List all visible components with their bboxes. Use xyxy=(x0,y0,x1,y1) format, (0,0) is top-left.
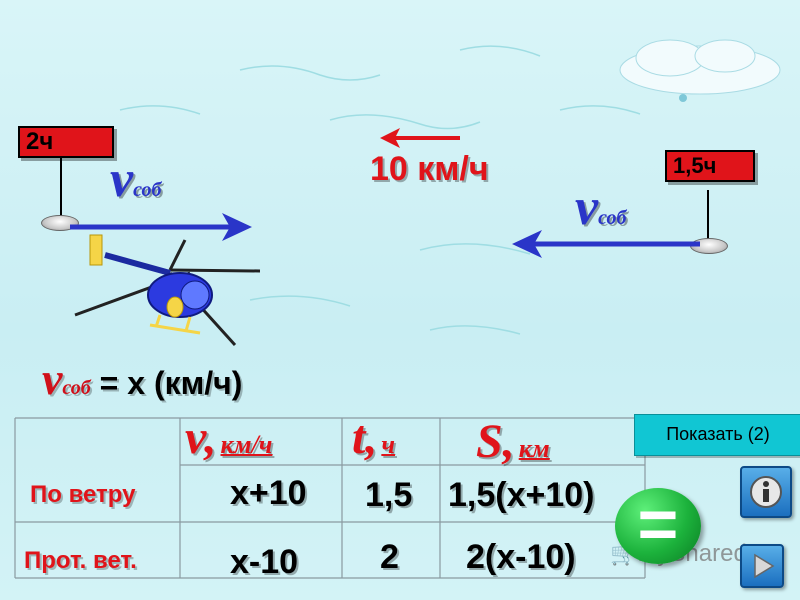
cell-distance-with-wind: 1,5(х+10) xyxy=(448,476,595,514)
left-velocity-arrow xyxy=(70,213,252,241)
equation-rest: = х (км/ч) xyxy=(99,365,243,401)
header-distance-unit: км xyxy=(518,434,550,463)
right-flag-pole xyxy=(707,190,709,242)
cell-time-with-wind: 1,5 xyxy=(365,476,413,514)
right-flag: 1,5ч xyxy=(665,150,755,182)
speed-equation: vсоб = х (км/ч) xyxy=(42,352,242,405)
left-flag-pole xyxy=(60,150,62,220)
header-speed-symbol: v, xyxy=(185,411,217,464)
header-time-unit: ч xyxy=(381,430,395,459)
cell-distance-against-wind: 2(х-10) xyxy=(466,538,576,576)
wind-arrow xyxy=(380,128,460,148)
equation-symbol: v xyxy=(42,353,63,404)
right-velocity-label: vсоб xyxy=(575,178,626,237)
header-time: t, ч xyxy=(352,410,395,465)
cell-time-against-wind: 2 xyxy=(380,538,399,576)
header-speed-unit: км/ч xyxy=(220,430,273,459)
header-time-symbol: t, xyxy=(352,411,378,464)
equation-subscript: соб xyxy=(62,377,91,399)
header-speed: v, км/ч xyxy=(185,410,272,465)
right-flag-label: 1,5ч xyxy=(673,153,717,178)
info-icon xyxy=(750,476,782,508)
equals-button[interactable]: = xyxy=(615,488,701,564)
row-label-against-wind: Прот. вет. xyxy=(24,547,137,574)
header-distance-symbol: S, xyxy=(476,415,515,468)
cell-speed-against-wind: х-10 xyxy=(230,543,299,581)
right-velocity-subscript: соб xyxy=(598,207,627,229)
show-button[interactable]: Показать (2) xyxy=(634,414,800,456)
play-next-icon xyxy=(754,553,775,579)
left-flag: 2ч xyxy=(18,126,114,158)
helicopter-icon xyxy=(74,234,261,347)
right-velocity-arrow xyxy=(512,230,700,258)
row-label-with-wind: По ветру xyxy=(30,481,136,508)
left-flag-label: 2ч xyxy=(26,128,54,155)
cell-speed-with-wind: х+10 xyxy=(230,474,307,512)
cloud-icon xyxy=(619,39,781,102)
wind-speed-label: 10 км/ч xyxy=(370,150,489,188)
left-flag-base xyxy=(41,215,79,231)
left-velocity-symbol: v xyxy=(110,151,134,208)
next-button[interactable] xyxy=(740,544,784,588)
left-velocity-subscript: соб xyxy=(133,179,162,201)
header-distance: S, км xyxy=(476,414,550,469)
left-velocity-label: vсоб xyxy=(110,150,161,209)
right-velocity-symbol: v xyxy=(575,179,599,236)
info-button[interactable] xyxy=(740,466,792,518)
